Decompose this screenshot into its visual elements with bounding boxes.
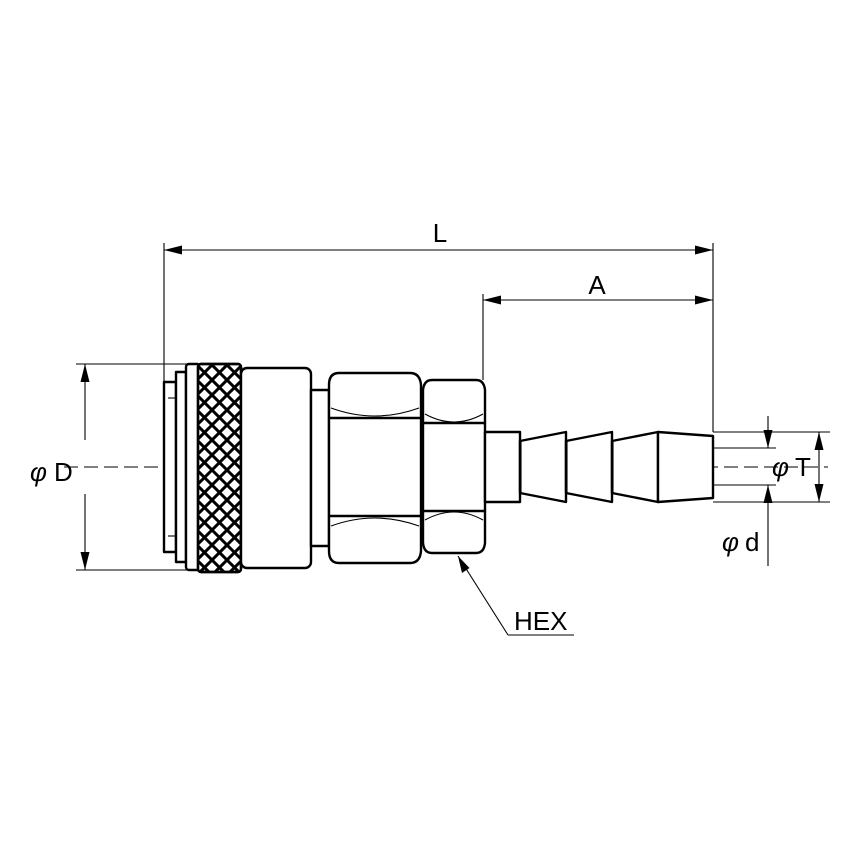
arrow-A-right [695,295,713,305]
phi-T-symbol: φ [772,452,789,482]
knurl-line [198,559,212,572]
main-body [239,366,331,570]
dimension-L: L [163,218,714,432]
knurl-line [198,591,241,634]
barb-segment-1 [518,430,568,504]
phi-d-symbol: φ [722,527,739,557]
arrow-d-top [763,430,773,448]
knurl-line [227,559,241,572]
hex-large-outline [327,371,423,565]
hose-barb [483,430,715,504]
knurl-line [198,591,241,634]
barb-segment-3 [610,430,660,504]
knurl-line [198,576,241,619]
label-D: D [54,457,73,487]
knurl-pattern [198,364,241,649]
knurled-ring [196,362,243,649]
hex-nut-small [421,378,487,555]
body-cylinder [239,366,313,570]
hex-leader: HEX [457,555,574,636]
hex-large-chamfer-top [330,407,420,417]
hex-large-chamfer-bottom [330,517,420,527]
dimension-A: A [482,270,713,380]
phi-D-symbol: φ [30,457,47,487]
hex-nut-large [327,371,423,565]
knurl-line [198,606,241,649]
front-lip [162,380,178,554]
label-d: d [745,527,759,557]
dimension-T: φ T [713,431,830,503]
knurl-line [198,576,241,619]
arrow-T-bottom [814,484,824,502]
label-L: L [433,218,447,248]
label-T: T [795,452,811,482]
arrow-A-left [483,295,501,305]
hex-small-chamfer-top [424,413,484,423]
barb-segment-2 [564,430,614,504]
hex-small-chamfer-bottom [424,511,484,521]
arrow-D-bottom [80,552,90,570]
arrow-D-top [80,364,90,382]
arrow-right [695,245,713,255]
knurl-line [198,606,241,649]
leader-arrow [458,556,470,573]
label-A: A [588,270,606,300]
body-neck [309,388,331,548]
knurl-line [198,364,201,366]
knurl-line [212,544,241,572]
front-sleeve [162,362,202,572]
hex-small-outline [421,378,487,555]
front-ring [174,370,188,564]
arrow-T-top [814,432,824,450]
dimension-d: φ d [713,416,776,566]
label-HEX: HEX [514,606,567,636]
dimension-D: φ D [30,363,200,571]
knurl-outline [196,362,243,574]
barb-shank [483,430,522,504]
knurl-line [238,364,241,366]
arrow-left [164,245,182,255]
arrow-d-bottom [763,485,773,503]
barb-tip [656,430,715,504]
